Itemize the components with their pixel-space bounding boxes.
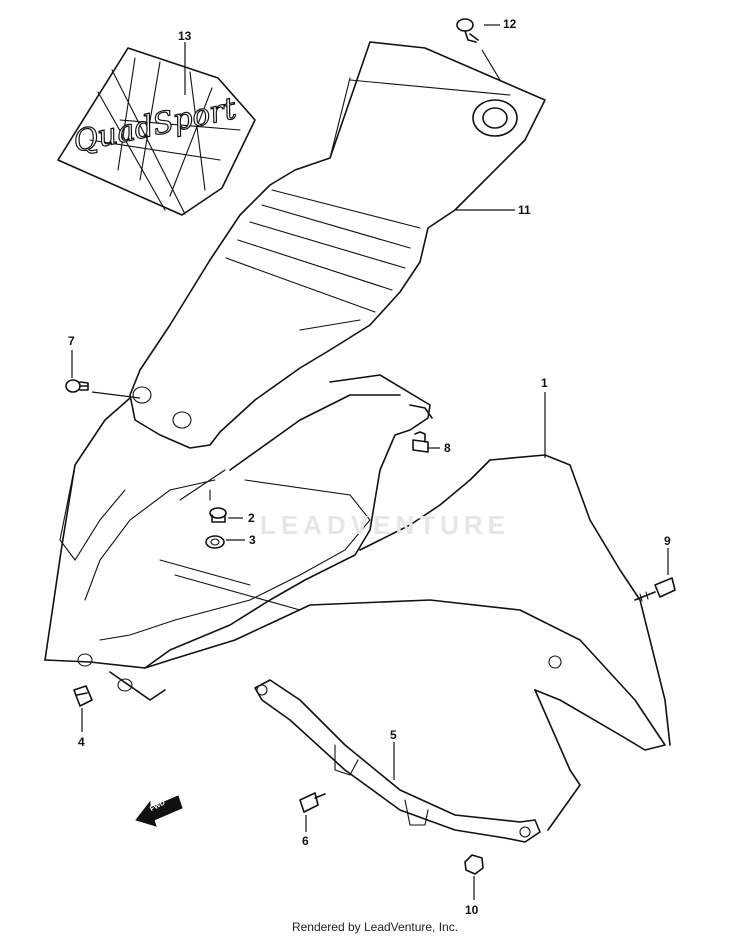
forward-direction-arrow-icon (135, 795, 183, 827)
callout-2: 2 (248, 511, 255, 525)
part-8-bolt[interactable] (412, 431, 429, 453)
leader-lines (71, 24, 669, 900)
part-7-grommet[interactable] (65, 379, 89, 393)
callout-8: 8 (444, 441, 451, 455)
part-4-nut-clip[interactable] (73, 685, 93, 707)
callout-5: 5 (390, 728, 397, 742)
callout-9: 9 (664, 534, 671, 548)
callout-6: 6 (302, 834, 309, 848)
callout-7: 7 (68, 334, 75, 348)
callout-4: 4 (78, 735, 85, 749)
part-11-front-cover-upper[interactable] (129, 41, 546, 449)
part-2-bolt[interactable] (209, 507, 227, 523)
part-9-bolt[interactable] (634, 577, 676, 602)
footer-credit: Rendered by LeadVenture, Inc. (291, 920, 459, 934)
part-12-screw[interactable] (456, 18, 479, 43)
part-5-fender-brace[interactable] (254, 679, 541, 843)
callout-10: 10 (465, 903, 479, 917)
part-13-decal[interactable]: QuadSport (57, 47, 256, 216)
callout-13: 13 (178, 29, 192, 43)
callout-12: 12 (503, 17, 517, 31)
watermark: LEADVENTURE (260, 510, 511, 540)
part-10-nut[interactable] (464, 854, 484, 875)
callout-11: 11 (518, 203, 531, 217)
part-6-bolt[interactable] (299, 792, 326, 813)
callout-1: 1 (541, 376, 548, 390)
part-3-washer[interactable] (205, 535, 225, 549)
part-1-front-fender[interactable] (44, 374, 671, 831)
callout-3: 3 (249, 533, 256, 547)
